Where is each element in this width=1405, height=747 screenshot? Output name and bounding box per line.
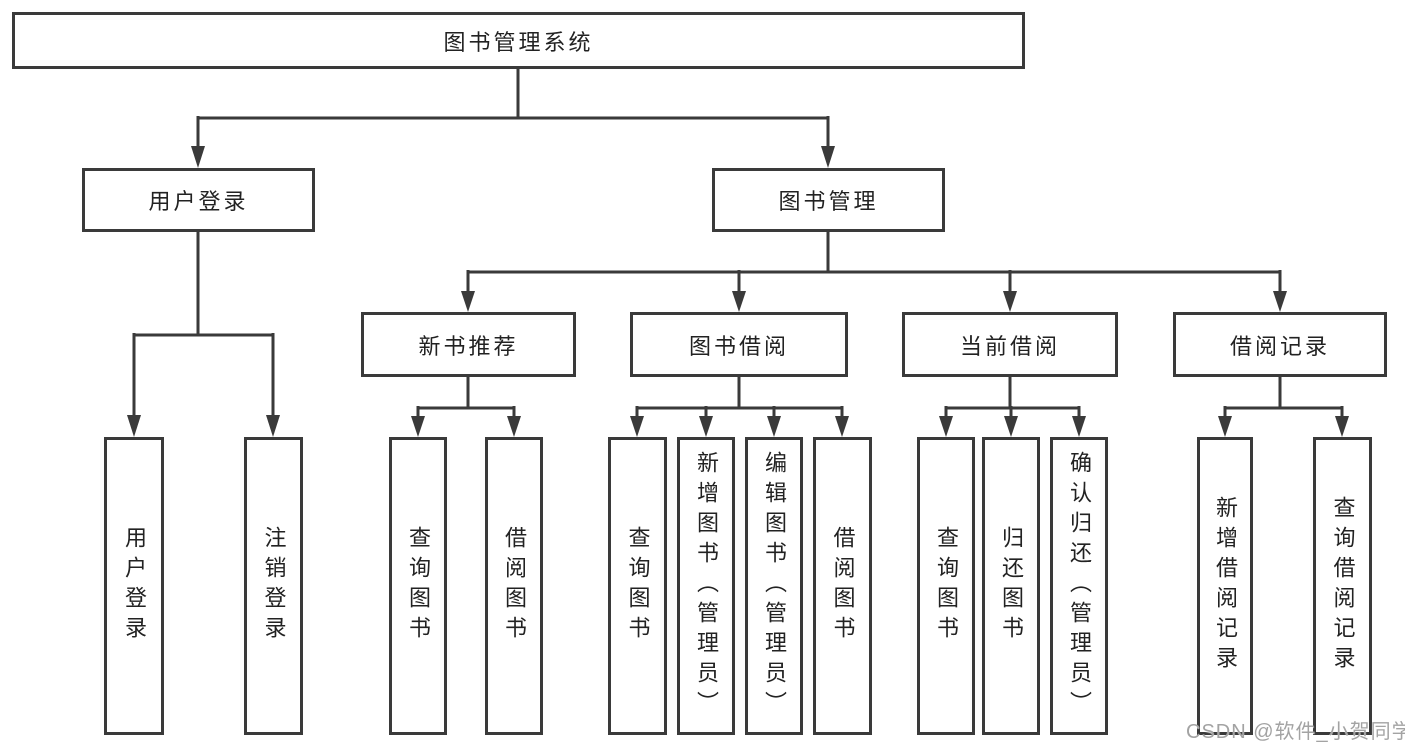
arrow-down-icon [939,416,953,437]
node-label: 查询借阅记录 [1330,496,1356,676]
leaf-query-books-3: 查询图书 [917,437,975,735]
arrow-down-icon [821,146,835,168]
node-label: 借阅图书 [830,526,856,646]
node-label: 归还图书 [999,526,1024,646]
arrow-down-icon [767,416,781,437]
node-label: 查询图书 [934,526,959,646]
leaf-user-login: 用户登录 [104,437,164,735]
node-label: 注销登录 [261,526,287,646]
node-label: 查询图书 [406,526,431,646]
arrow-down-icon [630,416,644,437]
leaf-add-borrow-record: 新增借阅记录 [1197,437,1253,735]
node-label: 借阅图书 [502,526,527,646]
node-book-borrow: 图书借阅 [630,312,848,377]
leaf-add-books-admin: 新增图书（管理员） [677,437,735,735]
node-label: 图书管理系统 [443,29,594,55]
node-label: 借阅记录 [1229,333,1330,359]
arrow-down-icon [1072,416,1086,437]
node-label: 新增图书（管理员） [694,451,719,721]
arrow-down-icon [732,291,746,312]
arrow-down-icon [507,416,521,437]
arrow-down-icon [411,416,425,437]
leaf-confirm-return-admin: 确认归还（管理员） [1050,437,1108,735]
node-label: 用户登录 [122,526,147,646]
leaf-return-books: 归还图书 [982,437,1040,735]
node-label: 查询图书 [625,526,651,646]
leaf-borrow-books-2: 借阅图书 [813,437,872,735]
arrow-down-icon [1335,416,1349,437]
node-label: 图书借阅 [688,333,789,359]
arrowheads [127,146,1349,437]
node-label: 用户登录 [148,189,249,214]
arrow-down-icon [266,415,280,437]
leaf-borrow-books-1: 借阅图书 [485,437,543,735]
arrow-down-icon [127,415,141,437]
arrow-down-icon [1003,291,1017,312]
node-library-management-system: 图书管理系统 [12,12,1025,69]
node-user-login: 用户登录 [82,168,315,232]
node-label: 确认归还（管理员） [1067,451,1092,721]
node-current-borrow: 当前借阅 [902,312,1118,377]
leaf-edit-books-admin: 编辑图书（管理员） [745,437,803,735]
arrow-down-icon [1273,291,1287,312]
node-book-management: 图书管理 [712,168,945,232]
node-label: 图书管理 [778,189,879,214]
arrow-down-icon [191,146,205,168]
arrow-down-icon [461,291,475,312]
node-label: 新书推荐 [418,333,519,359]
arrow-down-icon [1004,416,1018,437]
arrow-down-icon [835,416,849,437]
arrow-down-icon [1218,416,1232,437]
node-label: 当前借阅 [959,333,1060,359]
leaf-query-books-2: 查询图书 [608,437,667,735]
leaf-logout: 注销登录 [244,437,303,735]
leaf-query-books-1: 查询图书 [389,437,447,735]
arrow-down-icon [699,416,713,437]
watermark-text: CSDN @软件_小贺同学 [1186,721,1405,743]
node-new-book-recommend: 新书推荐 [361,312,576,377]
node-label: 编辑图书（管理员） [762,451,787,721]
node-label: 新增借阅记录 [1213,496,1238,676]
leaf-query-borrow-record: 查询借阅记录 [1313,437,1372,735]
node-borrow-records: 借阅记录 [1173,312,1387,377]
